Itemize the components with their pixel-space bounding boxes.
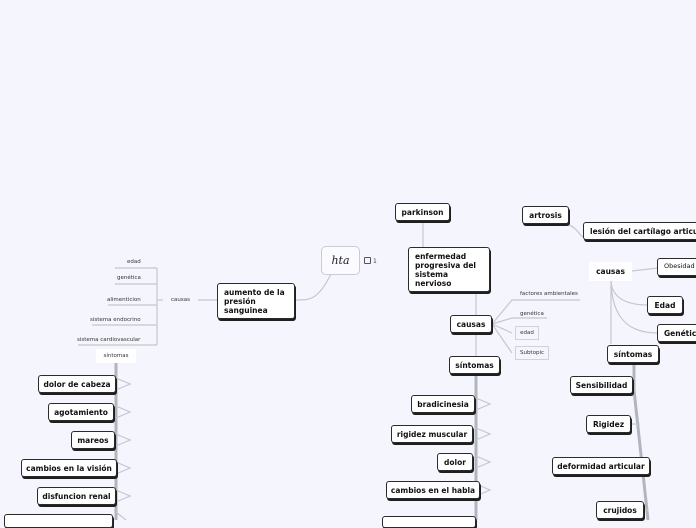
like-count: 1 (373, 258, 377, 265)
left-sintoma-mareos[interactable]: mareos (71, 431, 115, 449)
artrosis-sintomas[interactable]: síntomas (607, 345, 659, 363)
parkinson-causa-edad[interactable]: edad (515, 326, 539, 340)
artrosis-sintoma-sensibilidad[interactable]: Sensibilidad (570, 376, 633, 394)
artrosis-causa-genetica[interactable]: Genética (657, 324, 696, 342)
parkinson-sintoma-rigidez-muscular[interactable]: rigidez muscular (391, 425, 473, 443)
parkinson-causas[interactable]: causas (450, 315, 492, 333)
left-causa-genetica[interactable]: genética (117, 275, 141, 281)
artrosis-causas[interactable]: causas (589, 262, 632, 281)
left-causa-alimenticion[interactable]: alimenticion (107, 297, 141, 303)
parkinson-causa-genetica[interactable]: genética (520, 311, 544, 317)
parkinson-sintoma-dolor[interactable]: dolor (437, 453, 473, 471)
artrosis-causa-edad[interactable]: Edad (647, 296, 683, 314)
parkinson-causa-subtopic[interactable]: Subtopic (515, 346, 549, 360)
parkinson-sintoma-bradicinesia[interactable]: bradicinesia (411, 395, 475, 413)
artrosis-description[interactable]: lesión del cartílago articular (583, 222, 696, 240)
like-counter[interactable]: 1 (364, 257, 377, 265)
left-causa-sistema-cardiovascular[interactable]: sistema cardiovascular (77, 337, 141, 343)
artrosis-node[interactable]: artrosis (522, 206, 569, 224)
root-title: hta (331, 254, 350, 267)
left-causas-label[interactable]: causas (171, 297, 190, 303)
root-node[interactable]: hta (321, 246, 360, 275)
artrosis-sintoma-rigidez[interactable]: Rigidez (586, 415, 631, 433)
left-sintoma-agotamiento[interactable]: agotamiento (48, 403, 114, 421)
left-sintomas-label[interactable]: síntomas (96, 349, 136, 363)
parkinson-description[interactable]: enfermedad progresiva del sistema nervio… (408, 247, 490, 292)
left-sintoma-cambios-vision[interactable]: cambios en la visión (21, 459, 117, 477)
artrosis-sintoma-deformidad[interactable]: deformidad articular (552, 457, 650, 475)
parkinson-node[interactable]: parkinson (395, 203, 450, 221)
left-sintoma-disfuncion-renal[interactable]: disfuncion renal (37, 487, 116, 505)
left-sintoma-partial[interactable] (4, 514, 113, 528)
parkinson-sintoma-cambios-habla[interactable]: cambios en el habla (386, 481, 480, 499)
parkinson-sintoma-partial[interactable] (382, 516, 476, 528)
left-main-node[interactable]: aumento de la presión sanguinea (217, 283, 295, 319)
thumbs-up-icon (364, 257, 371, 264)
left-main-label: aumento de la presión sanguinea (224, 287, 285, 315)
artrosis-sintoma-crujidos[interactable]: crujidos (596, 501, 644, 519)
parkinson-causa-factores-ambientales[interactable]: factores ambientales (520, 291, 578, 297)
artrosis-causa-obesidad-label: Obesidad (664, 262, 695, 271)
parkinson-description-label: enfermedad progresiva del sistema nervio… (415, 251, 476, 288)
left-causa-edad[interactable]: edad (127, 259, 141, 265)
artrosis-causa-obesidad[interactable]: Obesidad (657, 258, 696, 276)
parkinson-sintomas[interactable]: síntomas (449, 356, 500, 374)
left-causa-sistema-endocrino[interactable]: sistema endocrino (90, 317, 141, 323)
left-sintoma-dolor-de-cabeza[interactable]: dolor de cabeza (38, 375, 116, 393)
